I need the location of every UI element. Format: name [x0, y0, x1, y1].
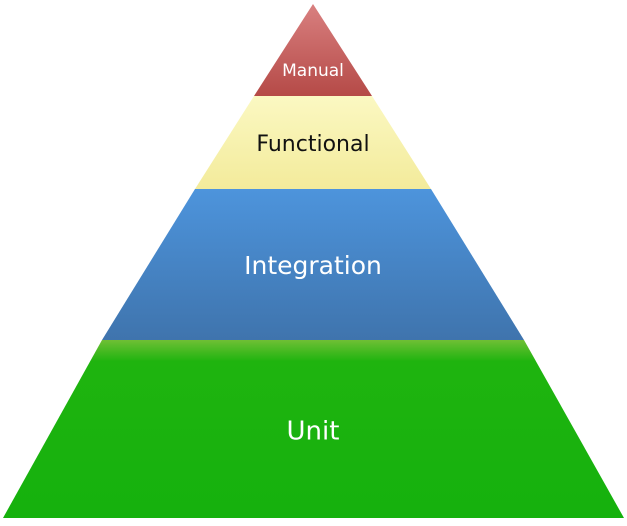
unit-layer [3, 340, 624, 518]
unit-label: Unit [287, 417, 340, 447]
integration-label: Integration [244, 251, 382, 280]
functional-label: Functional [256, 132, 369, 157]
manual-label: Manual [282, 61, 344, 81]
functional-layer [195, 96, 431, 189]
integration-layer [102, 189, 524, 340]
manual-layer [254, 4, 372, 96]
